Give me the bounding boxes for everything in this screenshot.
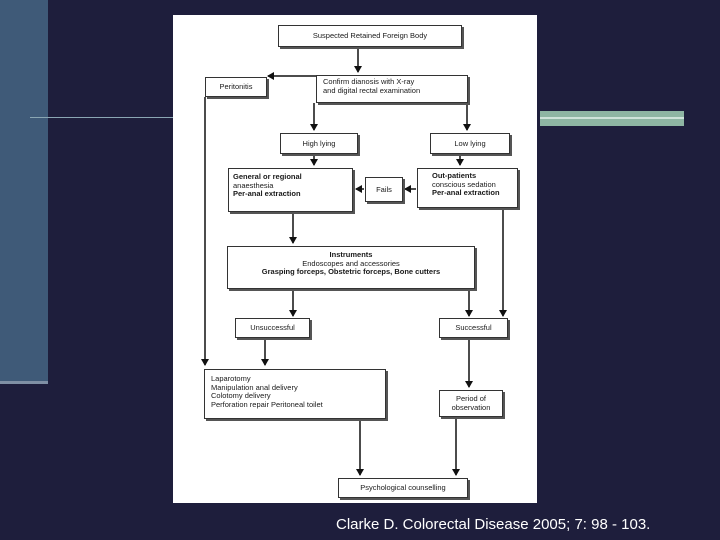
laparotomy-line-4: Perforation repair Peritoneal toilet (211, 399, 323, 409)
outpatients-line-3: Per-anal extraction (432, 188, 500, 197)
laparotomy-box: Laparotomy Manipulation anal delivery Co… (204, 369, 386, 419)
flowchart-connectors (201, 47, 507, 476)
counselling-label: Psychological counselling (360, 483, 446, 492)
instruments-line-1: Instruments (329, 250, 373, 259)
confirm-line-1: Confirm dianosis with X-ray (323, 77, 415, 86)
general-line-3: Per-anal extraction (233, 189, 301, 198)
outpatients-line-2: conscious sedation (432, 179, 496, 189)
general-line-1: General or regional (233, 172, 302, 181)
left-decorative-bar (0, 0, 48, 384)
high-lying-label: High lying (302, 139, 336, 148)
general-anaesthesia-box: General or regional anaesthesia Per-anal… (228, 168, 353, 212)
laparotomy-line-1: Laparotomy (211, 374, 251, 383)
horizontal-rule (30, 117, 180, 118)
outpatients-box: Out-patients conscious sedation Per-anal… (417, 168, 518, 208)
unsuccessful-box: Unsuccessful (235, 318, 310, 338)
low-lying-box: Low lying (430, 133, 510, 154)
observation-line-2: observation (451, 402, 491, 412)
instruments-line-2: Endoscopes and accessories (302, 258, 400, 268)
fails-box: Fails (365, 177, 403, 202)
start-label: Suspected Retained Foreign Body (312, 31, 428, 40)
general-line-2: anaesthesia (233, 180, 274, 190)
successful-label: Successful (455, 323, 492, 332)
peritonitis-box: Peritonitis (205, 77, 267, 97)
left-bar-edge (0, 381, 48, 384)
laparotomy-line-3: Colotomy delivery (211, 391, 271, 400)
low-lying-label: Low lying (454, 139, 486, 148)
observation-line-1: Period of (455, 394, 487, 403)
flowchart-figure: Suspected Retained Foreign Body Peritoni… (173, 15, 537, 503)
instruments-box: Instruments Endoscopes and accessories G… (227, 246, 475, 289)
successful-box: Successful (439, 318, 508, 338)
start-box: Suspected Retained Foreign Body (278, 25, 462, 47)
confirm-box: Confirm dianosis with X-ray and digital … (316, 75, 468, 103)
outpatients-line-1: Out-patients (432, 171, 477, 180)
citation-caption: Clarke D. Colorectal Disease 2005; 7: 98… (336, 516, 651, 533)
counselling-box: Psychological counselling (338, 478, 468, 498)
peritonitis-label: Peritonitis (219, 82, 253, 91)
confirm-line-2: and digital rectal examination (323, 85, 421, 95)
observation-box: Period of observation (439, 390, 503, 417)
accent-bar-line (540, 117, 684, 119)
high-lying-box: High lying (280, 133, 358, 154)
instruments-line-3: Grasping forceps, Obstetric forceps, Bon… (261, 267, 441, 276)
unsuccessful-label: Unsuccessful (250, 323, 295, 332)
laparotomy-line-2: Manipulation anal delivery (211, 382, 298, 392)
fails-label: Fails (376, 185, 392, 194)
